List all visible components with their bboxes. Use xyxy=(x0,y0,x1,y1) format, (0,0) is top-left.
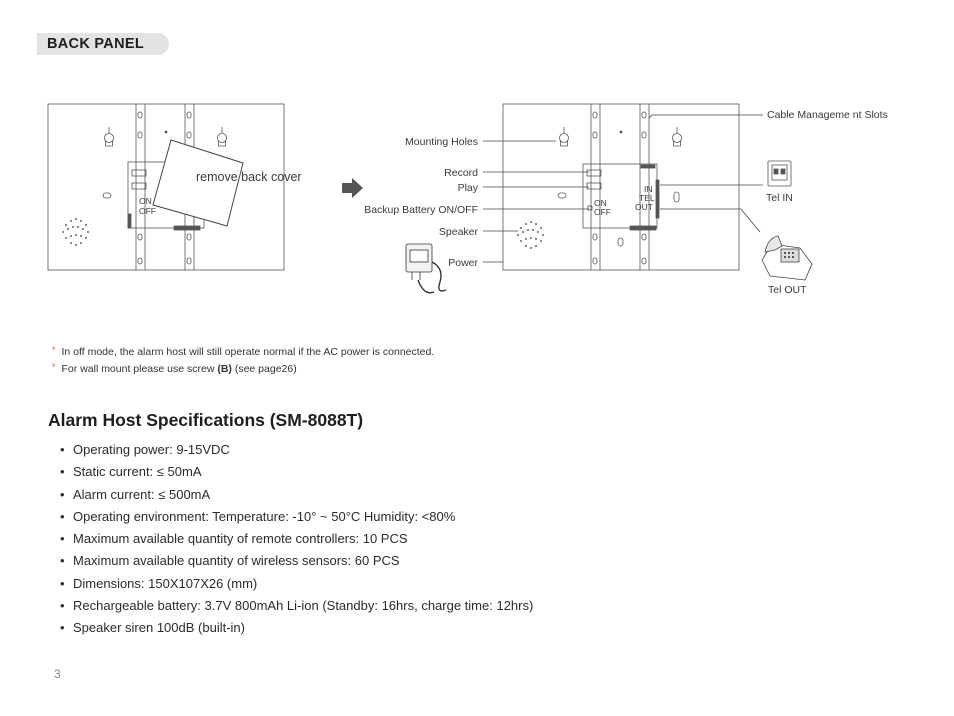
label-tel-out: Tel OUT xyxy=(768,284,807,296)
right-switch-off-label: OFF xyxy=(594,207,611,217)
spec-title: Alarm Host Specifications (SM-8088T) xyxy=(48,410,364,430)
phone-jack-icon xyxy=(767,160,792,187)
left-switch-off-label: OFF xyxy=(139,206,156,216)
spec-item: Operating power: 9-15VDC xyxy=(60,439,533,461)
spec-item: Maximum available quantity of wireless s… xyxy=(60,550,533,572)
note-off-mode: *In off mode, the alarm host will still … xyxy=(52,345,435,358)
back-panel-diagram: remove back cover ON OFF ON OFF IN TEL O… xyxy=(47,103,888,296)
jack-out-label: OUT xyxy=(635,202,653,212)
jack-in-label: IN xyxy=(644,184,653,194)
mounting-hole-icon xyxy=(217,127,227,147)
asterisk-icon: * xyxy=(52,362,56,372)
mounting-hole-icon xyxy=(104,127,114,147)
back-cover xyxy=(152,139,244,227)
mounting-hole-icon xyxy=(559,127,569,147)
spec-item: Operating environment: Temperature: -10°… xyxy=(60,506,533,528)
speaker-grille-icon xyxy=(517,221,544,249)
asterisk-icon: * xyxy=(52,345,56,355)
label-backup-battery: Backup Battery ON/OFF xyxy=(364,204,478,216)
speaker-grille-icon xyxy=(62,218,89,246)
mounting-hole-icon xyxy=(672,127,682,147)
label-speaker: Speaker xyxy=(439,226,479,238)
spec-list: Operating power: 9-15VDC Static current:… xyxy=(60,439,533,640)
label-cable-slots: Cable Manageme nt Slots xyxy=(767,109,888,121)
arrow-right-icon xyxy=(342,178,363,198)
note-wall-mount: *For wall mount please use screw (B) (se… xyxy=(52,362,297,375)
notes: *In off mode, the alarm host will still … xyxy=(52,344,434,378)
spec-item: Maximum available quantity of remote con… xyxy=(60,528,533,550)
right-switch-on-label: ON xyxy=(594,198,607,208)
spec-item: Dimensions: 150X107X26 (mm) xyxy=(60,573,533,595)
spec-item: Rechargeable battery: 3.7V 800mAh Li-ion… xyxy=(60,595,533,617)
leader-lines xyxy=(483,114,763,263)
spec-item: Alarm current: ≤ 500mA xyxy=(60,484,533,506)
spec-item: Static current: ≤ 50mA xyxy=(60,461,533,483)
spec-item: Speaker siren 100dB (built-in) xyxy=(60,617,533,639)
jack-tel-label: TEL xyxy=(639,193,655,203)
label-play: Play xyxy=(458,182,479,194)
telephone-icon xyxy=(761,235,813,281)
power-adapter-icon xyxy=(405,243,447,294)
left-back-panel xyxy=(47,103,285,271)
page-number: 3 xyxy=(54,667,61,681)
label-tel-in: Tel IN xyxy=(766,192,793,204)
section-tag: BACK PANEL xyxy=(37,33,169,55)
left-switch-on-label: ON xyxy=(139,196,152,206)
label-mounting-holes: Mounting Holes xyxy=(405,136,478,148)
left-panel-caption: remove back cover xyxy=(196,170,302,184)
label-record: Record xyxy=(444,167,478,179)
label-power: Power xyxy=(448,257,478,269)
